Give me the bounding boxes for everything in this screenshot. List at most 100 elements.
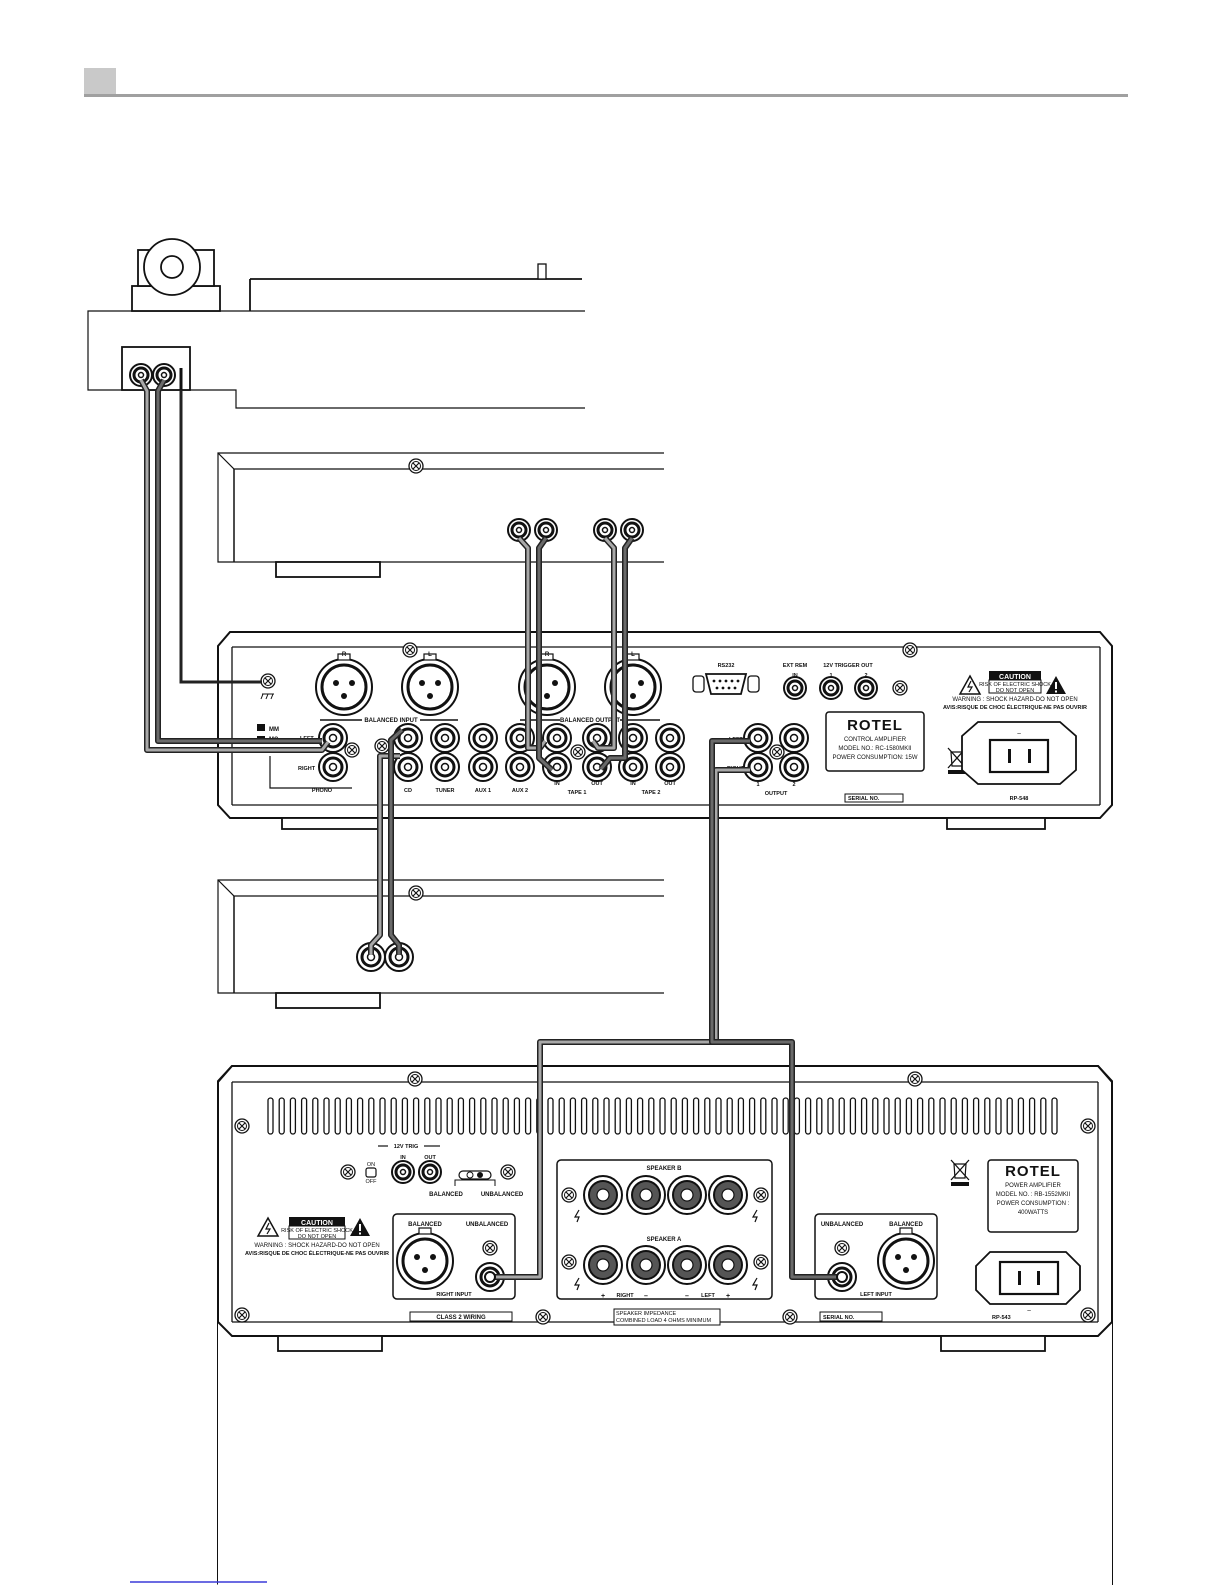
- tape-deck-rca-2[interactable]: [533, 517, 559, 543]
- vent-slot: [592, 1097, 599, 1135]
- vent-slot: [670, 1097, 677, 1135]
- ground-terminal-icon[interactable]: [260, 673, 276, 689]
- trig-out-jack[interactable]: [417, 1159, 443, 1185]
- vent-slot: [300, 1097, 308, 1135]
- label-r: R: [342, 652, 347, 658]
- screw-icon: [570, 744, 586, 760]
- plate-line: 400WATTS: [1018, 1210, 1048, 1216]
- label-plus: +: [726, 1293, 730, 1300]
- speaker-b-right-minus-terminal[interactable]: [626, 1175, 666, 1215]
- trigger-out-2-jack[interactable]: [853, 675, 879, 701]
- brand-logo: ROTEL: [847, 717, 903, 734]
- tape-deck-rca-4[interactable]: [619, 517, 645, 543]
- vent-slot: [480, 1097, 487, 1135]
- rca-phono-right[interactable]: [317, 751, 349, 783]
- screw-icon: [1080, 1307, 1096, 1323]
- label-minus: –: [685, 1293, 689, 1300]
- vent-slot: [580, 1097, 588, 1135]
- vent-slot: [368, 1097, 375, 1135]
- screw-icon: [482, 1240, 498, 1256]
- cables: [138, 378, 848, 1283]
- screw-icon: [408, 885, 424, 901]
- screw-icon: [344, 742, 360, 758]
- label-l: L: [428, 652, 432, 658]
- label-cd: CD: [404, 788, 412, 794]
- vent-slot: [569, 1097, 577, 1135]
- vent-slot: [793, 1097, 801, 1135]
- label-2: 2: [792, 782, 795, 788]
- trig-on-off-switch[interactable]: [365, 1167, 377, 1178]
- vent-slot: [883, 1097, 890, 1135]
- ventilation-slots: [267, 1097, 1058, 1135]
- rs232-port[interactable]: [692, 673, 760, 695]
- label-balanced: BALANCED: [889, 1222, 923, 1228]
- speaker-b-left-minus-terminal[interactable]: [667, 1175, 707, 1215]
- tape-deck-rca-1[interactable]: [506, 517, 532, 543]
- label-plus: +: [601, 1293, 605, 1300]
- vent-slot: [401, 1097, 409, 1135]
- rca-aux2-right[interactable]: [504, 751, 536, 783]
- ac-symbol: ~: [1027, 1308, 1031, 1315]
- ac-power-inlet[interactable]: ~: [961, 721, 1077, 785]
- rca-aux1-right[interactable]: [467, 751, 499, 783]
- caution-warning: WARNING : SHOCK HAZARD-DO NOT OPEN: [952, 697, 1077, 703]
- vent-slot: [984, 1097, 991, 1135]
- vent-slot: [278, 1097, 285, 1135]
- trig-in-jack[interactable]: [390, 1159, 416, 1185]
- screw-icon: [500, 1164, 516, 1180]
- power-amp-ac-inlet[interactable]: ~: [975, 1251, 1081, 1315]
- rca-aux1-left[interactable]: [467, 722, 499, 754]
- label-rs232: RS232: [718, 663, 735, 669]
- speaker-a-left-plus-terminal[interactable]: [708, 1245, 748, 1285]
- header-rule: [84, 94, 1128, 97]
- rca-tape2-out-right[interactable]: [654, 751, 686, 783]
- label-balanced-input: BALANCED INPUT: [364, 718, 418, 724]
- vent-slot: [412, 1097, 420, 1135]
- vent-slot: [312, 1097, 319, 1135]
- vent-slot: [513, 1097, 521, 1135]
- screw-icon: [1080, 1118, 1096, 1134]
- ext-rem-jack[interactable]: [782, 675, 808, 701]
- vent-slot: [692, 1097, 700, 1135]
- left-input-panel: UNBALANCED BALANCED LEFT INPUT: [814, 1213, 938, 1300]
- rca-output2-left[interactable]: [778, 722, 810, 754]
- rca-tape1-in-left[interactable]: [541, 722, 573, 754]
- label-out: OUT: [591, 781, 603, 787]
- label-serial-no: SERIAL NO.: [823, 1315, 855, 1321]
- speaker-b-left-plus-terminal[interactable]: [708, 1175, 748, 1215]
- label-tape1: TAPE 1: [568, 790, 587, 796]
- vent-slot: [771, 1097, 778, 1135]
- vent-slot: [961, 1097, 969, 1135]
- tape-deck-rca-3[interactable]: [592, 517, 618, 543]
- label-out: OUT: [664, 781, 676, 787]
- screw-icon: [408, 458, 424, 474]
- speaker-a-left-minus-terminal[interactable]: [667, 1245, 707, 1285]
- control-amplifier: R L R L BALANCED INPUT BALANCED OUTPUT M…: [217, 631, 1113, 830]
- balanced-unbalanced-switch[interactable]: [454, 1170, 496, 1186]
- vent-slot: [524, 1097, 532, 1135]
- ac-symbol: ~: [1017, 731, 1021, 738]
- vent-slot: [1051, 1097, 1058, 1135]
- trigger-out-1-jack[interactable]: [818, 675, 844, 701]
- label-unbalanced: UNBALANCED: [481, 1192, 524, 1198]
- vent-slot: [1028, 1097, 1036, 1135]
- rca-tuner-left[interactable]: [429, 722, 461, 754]
- control-amp-caution-label: CAUTION RISK OF ELECTRIC SHOCK DO NOT OP…: [943, 671, 1087, 711]
- rca-tape2-out-left[interactable]: [654, 722, 686, 754]
- vent-slot: [838, 1097, 845, 1135]
- speaker-a-right-minus-terminal[interactable]: [626, 1245, 666, 1285]
- label-combined-load: COMBINED LOAD 4 OHMS MINIMUM: [616, 1318, 711, 1324]
- speaker-b-right-plus-terminal[interactable]: [583, 1175, 623, 1215]
- rca-cd-left[interactable]: [392, 722, 424, 754]
- speaker-a-right-plus-terminal[interactable]: [583, 1245, 623, 1285]
- rca-output2-right[interactable]: [778, 751, 810, 783]
- caution-sub: RISK OF ELECTRIC SHOCK: [979, 682, 1051, 688]
- caution-avis: AVIS:RISQUE DE CHOC ÉLECTRIQUE-NE PAS OU…: [245, 1249, 389, 1257]
- rca-tuner-right[interactable]: [429, 751, 461, 783]
- label-speaker-impedance: SPEAKER IMPEDANCE: [616, 1311, 677, 1317]
- vent-slot: [704, 1097, 711, 1135]
- screw-icon: [407, 1071, 423, 1087]
- vent-slot: [625, 1097, 633, 1135]
- label-speaker-b: SPEAKER B: [646, 1166, 682, 1172]
